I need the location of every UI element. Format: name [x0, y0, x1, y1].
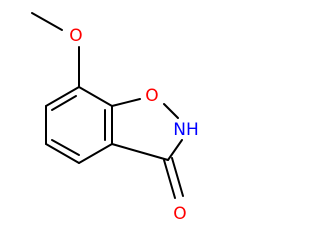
bond-c5-c4 [45, 143, 80, 164]
bond-methyl-o [31, 12, 63, 31]
bonds [31, 12, 184, 199]
bond-c4-c3a [78, 143, 113, 164]
bond-c3-c3a [111, 143, 169, 161]
bond-o1-n2 [163, 103, 179, 119]
atom-nitrogen-nh: NH [173, 120, 199, 140]
bond-c3-carbonyl-o [163, 159, 176, 199]
bond-c7a-o1 [111, 98, 141, 107]
bond-c6-c6-double [51, 95, 77, 111]
molecule-structure: O O NH O [31, 12, 199, 224]
atom-ring-oxygen: O [145, 86, 158, 106]
bond-c7a-c7 [78, 86, 113, 107]
atom-methoxy-oxygen: O [69, 26, 82, 46]
bond-c3-carbonyl-o-double [171, 157, 184, 197]
atom-carbonyl-oxygen: O [173, 204, 186, 224]
bond-c7-c6 [45, 86, 80, 107]
bond-c5-c4-double [51, 139, 80, 156]
bond-n2-c3 [167, 139, 183, 161]
atom-labels: O O NH O [69, 26, 198, 224]
